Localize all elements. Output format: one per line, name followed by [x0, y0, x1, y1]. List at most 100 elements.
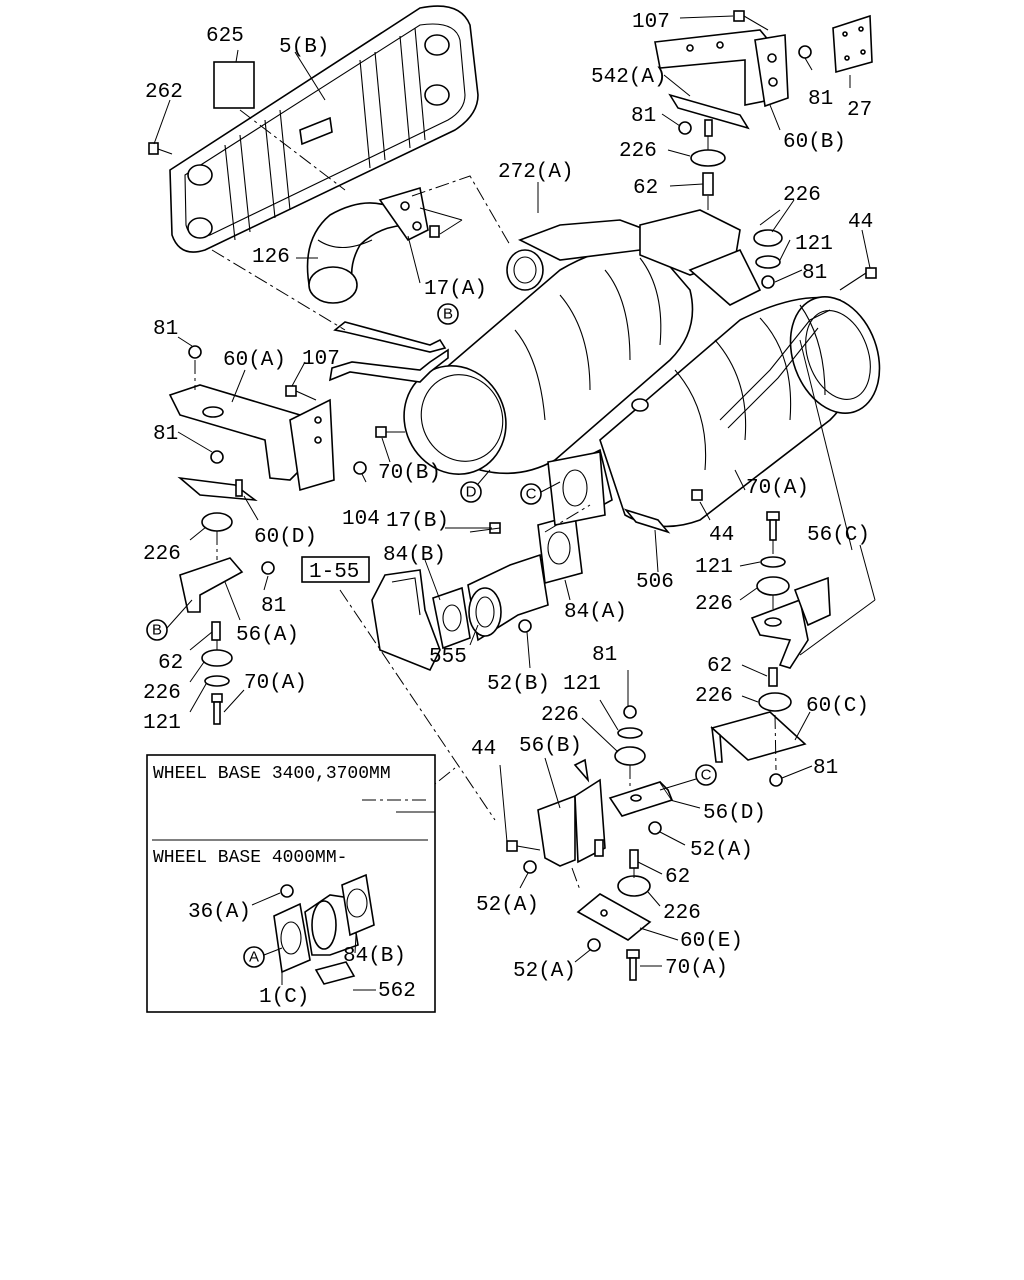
svg-text:C: C: [701, 767, 712, 784]
label-121-r2: 121: [695, 556, 733, 579]
callout-b-left: B: [146, 619, 168, 641]
label-1c: 1(C): [259, 986, 309, 1009]
bracket-60a: [168, 384, 335, 492]
label-44-bottom: 44: [471, 738, 496, 761]
heat-shield-panel: [169, 5, 479, 253]
label-84b: 84(B): [383, 544, 446, 567]
label-62-top: 62: [633, 177, 658, 200]
bracket-56d: [608, 781, 674, 817]
bracket-56a: [179, 557, 244, 613]
inset-wheel-base-2: WHEEL BASE 4000MM-: [153, 848, 347, 868]
pin-62-left: [211, 621, 221, 641]
label-226-left: 226: [143, 543, 181, 566]
label-126: 126: [252, 246, 290, 269]
bolt-262-icon: [148, 142, 173, 155]
plate-27: [832, 14, 873, 74]
bolt-70b-icon: [375, 426, 405, 438]
label-121-left: 121: [143, 712, 181, 735]
pad-542a: [668, 93, 750, 137]
rubber-226-r3: [758, 692, 792, 712]
bolt-44-right-icon: [839, 267, 877, 291]
bolt-44-bottom-icon: [506, 840, 541, 852]
nut-81-left2-icon: [210, 450, 224, 464]
bolt-107-left-icon: [285, 385, 317, 401]
label-70b: 70(B): [378, 462, 441, 485]
label-17a: 17(A): [424, 278, 487, 301]
label-562: 562: [378, 980, 416, 1003]
part-labels: 625 5(B) 262 126 17(A) 272(A) 107 542(A)…: [143, 11, 873, 983]
label-62-left: 62: [158, 652, 183, 675]
svg-text:B: B: [152, 622, 162, 639]
rubber-226-left2: [201, 649, 233, 667]
label-107-top: 107: [632, 11, 670, 34]
label-121-right: 121: [795, 233, 833, 256]
bracket-56b: [537, 758, 606, 867]
nut-52a-bottom-icon: [587, 938, 601, 952]
label-81-left2: 81: [153, 423, 178, 446]
label-104: 104: [342, 508, 380, 531]
label-27: 27: [847, 99, 872, 122]
bolt-70a-left-icon: [211, 693, 223, 725]
svg-text:C: C: [526, 486, 537, 503]
label-44-mid: 44: [709, 524, 734, 547]
svg-text:A: A: [249, 949, 259, 966]
label-226-left2: 226: [143, 682, 181, 705]
washer-121-left: [204, 675, 230, 687]
catalyst-body-left: [403, 219, 694, 475]
label-62-bottom: 62: [665, 866, 690, 889]
clamp-506: [623, 508, 671, 534]
bolt-70a-bottom-icon: [626, 949, 640, 981]
gasket-84b: [432, 586, 471, 650]
nut-52b-icon: [518, 619, 532, 633]
nut-81-mid-icon: [623, 705, 637, 719]
rubber-226-top: [690, 149, 726, 167]
elbow-pipe-126: [306, 186, 429, 304]
inset-wheel-base-1: WHEEL BASE 3400,3700MM: [153, 764, 391, 784]
label-226-right: 226: [783, 184, 821, 207]
callout-b-top: B: [437, 303, 459, 325]
callout-d: D: [460, 481, 482, 503]
ref-box-1-55: [301, 556, 370, 583]
label-226-mid: 226: [541, 704, 579, 727]
label-84b-inset: 84(B): [343, 945, 406, 968]
label-226-r2: 226: [695, 593, 733, 616]
label-60e: 60(E): [680, 930, 743, 953]
label-5b: 5(B): [279, 36, 329, 59]
label-56d: 56(D): [703, 802, 766, 825]
label-60d: 60(D): [254, 526, 317, 549]
bracket-60e: [576, 893, 652, 941]
washer-121-r2: [760, 556, 786, 568]
label-84a: 84(A): [564, 601, 627, 624]
svg-text:B: B: [443, 306, 453, 323]
label-17b: 17(B): [386, 510, 449, 533]
label-226-r3: 226: [695, 685, 733, 708]
washer-121-right: [755, 255, 781, 269]
nut-52a-right-icon: [648, 821, 662, 835]
label-52b: 52(B): [487, 673, 550, 696]
label-81-right3: 81: [813, 757, 838, 780]
nut-104-icon: [353, 461, 367, 475]
label-81-left: 81: [153, 318, 178, 341]
leader-lines: [153, 15, 876, 967]
label-555: 555: [429, 646, 467, 669]
pipe-555: [467, 553, 549, 642]
bolt-107-top-icon: [733, 10, 769, 31]
nut-52a-left-icon: [523, 860, 537, 874]
svg-text:D: D: [466, 484, 477, 501]
label-62-right: 62: [707, 655, 732, 678]
label-226-bottom: 226: [663, 902, 701, 925]
rubber-226-left: [201, 512, 233, 532]
label-70a-left: 70(A): [244, 672, 307, 695]
nut-81-left-icon: [188, 345, 202, 359]
nut-81-top-icon: [798, 45, 812, 59]
nut-81-left3-icon: [261, 561, 275, 575]
label-625: 625: [206, 25, 244, 48]
pin-62-right: [768, 667, 778, 687]
label-52a-bottom: 52(A): [513, 960, 576, 983]
gasket-84a: [537, 513, 583, 585]
label-542a: 542(A): [591, 66, 667, 89]
bracket-56c: [750, 576, 831, 669]
label-60a: 60(A): [223, 349, 286, 372]
label-107-left: 107: [302, 348, 340, 371]
bolt-70a-right-icon: [766, 511, 780, 541]
